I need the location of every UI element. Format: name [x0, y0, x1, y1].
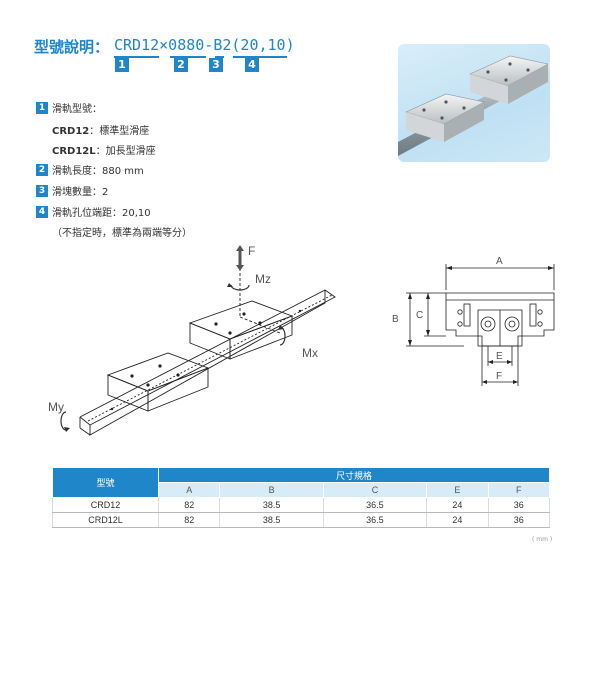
product-photo [398, 44, 550, 162]
spec-number-4: 4 [36, 205, 48, 218]
table-cell-model: CRD12L [52, 512, 159, 528]
label-my: My [48, 400, 64, 414]
column-header: E [426, 482, 489, 498]
label-mz: Mz [255, 272, 271, 286]
dim-label-e: E [496, 351, 503, 362]
spec-item-quantity: 3 滑塊數量：2 [36, 183, 108, 198]
dim-label-f: F [496, 371, 502, 382]
table-cell: 38.5 [219, 497, 324, 513]
table-row: CRD12 82 38.5 36.5 24 36 [52, 497, 551, 513]
table-cell: 36 [487, 497, 551, 513]
label-f: F [248, 245, 255, 258]
table-cell: 36.5 [322, 512, 428, 528]
table-row: CRD12L 82 38.5 36.5 24 36 [52, 512, 551, 528]
spec-text: 滑軌型號： [52, 104, 102, 115]
table-cell: 24 [426, 497, 489, 513]
spec-item-model: 1 滑軌型號： [36, 100, 102, 115]
spec-number-2: 2 [36, 163, 48, 176]
dimension-diagram: A B C E F [380, 250, 570, 400]
table-cell-model: CRD12 [52, 497, 159, 513]
dim-label-b: B [392, 314, 399, 325]
code-underline-1 [114, 56, 159, 58]
spec-item-length: 2 滑軌長度：880 mm [36, 162, 144, 177]
table-cell: 36 [487, 512, 551, 528]
model-option-long: CRD12L：加長型滑座 [52, 142, 156, 157]
label-mx: Mx [302, 346, 318, 360]
spec-number-1: 1 [36, 101, 48, 114]
model-header: 型號 [52, 467, 159, 498]
table-cell: 82 [157, 512, 221, 528]
code-underline-2 [170, 56, 206, 58]
model-option-desc: ：加長型滑座 [95, 146, 156, 157]
column-header: A [157, 482, 221, 498]
dimension-table: 型號 尺寸規格 A B C E F CRD12 82 38.5 36.5 24 … [52, 467, 551, 528]
table-cell: 24 [426, 512, 489, 528]
table-cell: 36.5 [322, 497, 428, 513]
code-part-number-2: 2 [174, 58, 188, 72]
spec-text: 滑軌孔位端距：20,10 [52, 208, 151, 219]
size-header: 尺寸規格 [158, 467, 550, 483]
spec-text: 滑塊數量：2 [52, 187, 109, 198]
dim-label-a: A [496, 256, 503, 267]
model-option-standard: CRD12：標準型滑座 [52, 122, 149, 137]
column-header: B [219, 482, 324, 498]
model-option-desc: ：標準型滑座 [89, 126, 150, 137]
model-option-code: CRD12 [52, 126, 90, 137]
model-code: CRD12×0880-B2(20,10) [114, 36, 295, 54]
column-header: C [322, 482, 428, 498]
table-cell: 38.5 [219, 512, 324, 528]
spec-number-3: 3 [36, 184, 48, 197]
code-part-number-1: 1 [115, 58, 129, 72]
table-cell: 82 [157, 497, 221, 513]
column-header: F [487, 482, 551, 498]
title-label: 型號說明： [34, 38, 110, 56]
code-underline-3 [215, 56, 224, 58]
spec-note: （不指定時，標準為兩端等分） [52, 228, 192, 239]
model-option-code: CRD12L [52, 146, 96, 157]
dim-label-c: C [416, 310, 423, 321]
code-part-number-4: 4 [245, 58, 259, 72]
spec-text: 滑軌長度：880 mm [52, 166, 144, 177]
spec-item-hole-pitch: 4 滑軌孔位端距：20,10 [36, 204, 151, 219]
code-underline-4 [233, 56, 287, 58]
load-direction-diagram: F Mz Mx My [40, 244, 350, 445]
code-part-number-3: 3 [209, 58, 223, 72]
unit-label: ( mm ) [532, 536, 553, 543]
